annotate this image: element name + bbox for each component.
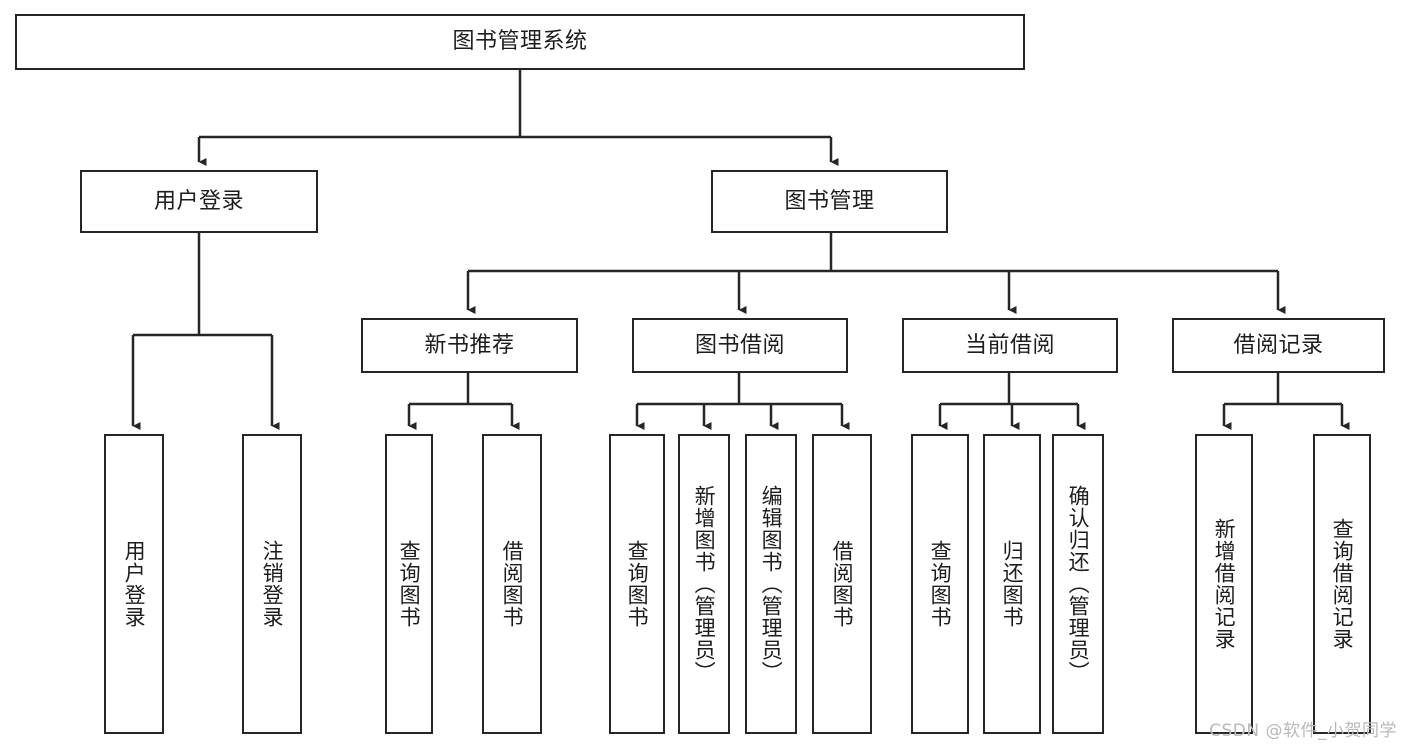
node-leaf-query-book-br[interactable]: 查询图书 <box>609 434 665 734</box>
node-leaf-query-book-cb-label: 查询图书 <box>928 540 953 628</box>
watermark: CSDN @软件_小贺同学 <box>1209 721 1397 741</box>
node-leaf-query-record-label: 查询借阅记录 <box>1330 518 1355 650</box>
node-user-login[interactable]: 用户登录 <box>80 170 318 233</box>
node-leaf-borrow-book-br-label: 借阅图书 <box>830 540 855 628</box>
node-leaf-user-login[interactable]: 用户登录 <box>104 434 164 734</box>
node-borrow-record[interactable]: 借阅记录 <box>1172 318 1385 373</box>
node-leaf-borrow-book-rec-label: 借阅图书 <box>500 540 525 628</box>
node-leaf-query-book-rec-label: 查询图书 <box>397 540 422 628</box>
node-book-borrow-label: 图书借阅 <box>694 332 785 358</box>
node-leaf-return-book-label: 归还图书 <box>1000 540 1025 628</box>
node-borrow-record-label: 借阅记录 <box>1233 332 1324 358</box>
node-leaf-edit-book[interactable]: 编辑图书（管理员） <box>745 434 797 734</box>
node-leaf-add-book[interactable]: 新增图书（管理员） <box>678 434 730 734</box>
node-leaf-edit-book-label: 编辑图书（管理员） <box>759 485 784 683</box>
node-user-login-label: 用户登录 <box>153 188 244 214</box>
node-leaf-add-book-label: 新增图书（管理员） <box>692 485 717 683</box>
node-new-book-rec[interactable]: 新书推荐 <box>361 318 578 373</box>
node-book-borrow[interactable]: 图书借阅 <box>632 318 848 373</box>
node-leaf-confirm-return-label: 确认归还（管理员） <box>1066 485 1091 683</box>
node-leaf-logout-label: 注销登录 <box>260 540 285 628</box>
node-leaf-add-record[interactable]: 新增借阅记录 <box>1195 434 1253 734</box>
node-current-borrow[interactable]: 当前借阅 <box>902 318 1118 373</box>
node-book-manage-label: 图书管理 <box>784 188 875 214</box>
node-book-manage[interactable]: 图书管理 <box>711 170 948 233</box>
node-leaf-query-book-cb[interactable]: 查询图书 <box>911 434 969 734</box>
node-leaf-confirm-return[interactable]: 确认归还（管理员） <box>1052 434 1104 734</box>
node-leaf-return-book[interactable]: 归还图书 <box>983 434 1041 734</box>
node-leaf-add-record-label: 新增借阅记录 <box>1212 518 1237 650</box>
node-leaf-query-book-br-label: 查询图书 <box>625 540 650 628</box>
node-leaf-borrow-book-rec[interactable]: 借阅图书 <box>482 434 542 734</box>
node-root-label: 图书管理系统 <box>452 29 588 55</box>
node-leaf-borrow-book-br[interactable]: 借阅图书 <box>812 434 872 734</box>
node-current-borrow-label: 当前借阅 <box>964 332 1055 358</box>
node-leaf-query-book-rec[interactable]: 查询图书 <box>385 434 433 734</box>
node-leaf-user-login-label: 用户登录 <box>122 540 147 628</box>
node-new-book-rec-label: 新书推荐 <box>424 332 515 358</box>
node-root[interactable]: 图书管理系统 <box>15 14 1025 70</box>
node-leaf-logout[interactable]: 注销登录 <box>242 434 302 734</box>
node-leaf-query-record[interactable]: 查询借阅记录 <box>1313 434 1371 734</box>
